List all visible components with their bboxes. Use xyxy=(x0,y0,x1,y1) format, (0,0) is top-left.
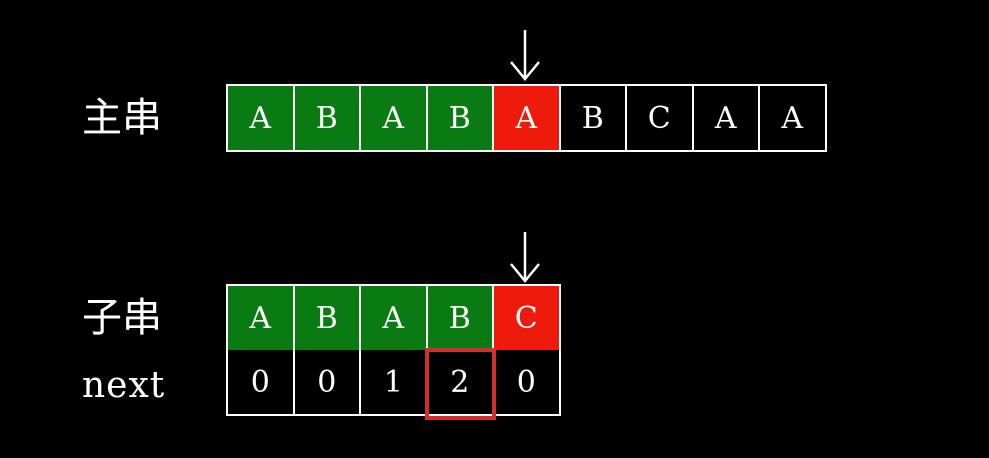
next-cell-2: 1 xyxy=(361,350,428,416)
next-cell-4: 0 xyxy=(494,350,561,416)
pattern-cell-4: C xyxy=(494,286,561,352)
main-string-cell-0: A xyxy=(228,86,295,152)
main-string-cell-8: A xyxy=(760,86,827,152)
main-string-cell-7: A xyxy=(693,86,760,152)
main-string-cell-5: B xyxy=(560,86,627,152)
pattern-cell-1: B xyxy=(294,286,361,352)
main-string-cell-2: A xyxy=(361,86,428,152)
next-cell-1: 0 xyxy=(294,350,361,416)
pattern-pointer-arrow-icon xyxy=(510,232,540,283)
main-string-cell-6: C xyxy=(627,86,694,152)
main-string-label: 主串 xyxy=(82,95,162,141)
main-string-cell-4: A xyxy=(494,86,561,152)
pattern-cell-3: B xyxy=(427,286,494,352)
main-string-cell-3: B xyxy=(427,86,494,152)
main-string-cell-1: B xyxy=(294,86,361,152)
next-cell-0: 0 xyxy=(228,350,295,416)
next-label: next xyxy=(82,365,166,406)
pattern-cell-2: A xyxy=(361,286,428,352)
main-pointer-arrow-icon xyxy=(510,30,540,81)
pattern-cell-0: A xyxy=(228,286,295,352)
next-cell-3: 2 xyxy=(427,350,494,416)
pattern-label: 子串 xyxy=(82,295,162,341)
